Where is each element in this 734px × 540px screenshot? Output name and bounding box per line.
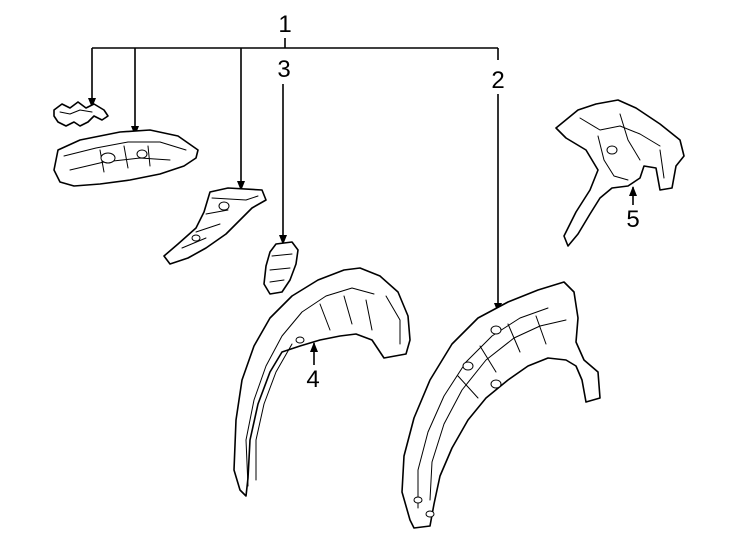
callout-3: 3 xyxy=(277,56,290,83)
upper-bracket xyxy=(555,99,685,247)
callout-2: 2 xyxy=(491,67,504,94)
callout-1: 1 xyxy=(278,11,291,38)
leader-lines xyxy=(88,38,637,365)
reinforcement-bracket xyxy=(163,187,267,265)
extension-panel xyxy=(53,129,199,187)
callout-5: 5 xyxy=(626,206,639,233)
small-bracket xyxy=(53,101,109,127)
clip-part xyxy=(263,241,299,295)
callout-4: 4 xyxy=(306,366,319,393)
inner-wheelhouse xyxy=(233,267,411,497)
outer-wheelhouse-panel xyxy=(401,281,601,529)
